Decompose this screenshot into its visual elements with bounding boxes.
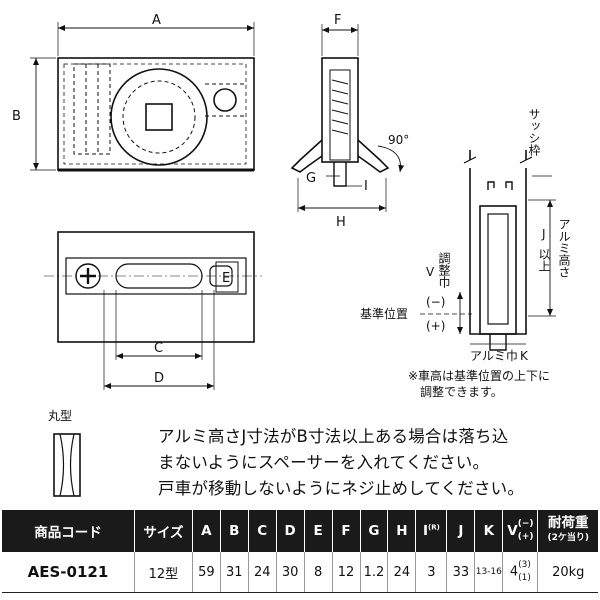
top-view — [44, 231, 262, 390]
cell-c: 24 — [247, 552, 277, 593]
dim-label-j: J — [541, 227, 546, 241]
dim-label-c: C — [154, 341, 163, 356]
dim-label-f: F — [334, 13, 341, 28]
header-load-stack: 耐荷重 (2ケ当り) — [547, 515, 589, 545]
side-view — [290, 24, 405, 212]
cell-load: 20kg — [537, 552, 598, 593]
alumi-height-label: アルミ高さ — [557, 218, 571, 278]
header-code: 商品コード — [2, 510, 135, 552]
j-or-more-label: 以上 — [537, 248, 551, 272]
cell-code: AES-0121 — [2, 552, 135, 593]
header-i: I(R) — [415, 510, 447, 552]
header-v: V(−) (+) — [502, 510, 538, 552]
header-g: G — [359, 510, 388, 552]
header-f: F — [331, 510, 360, 552]
cell-b: 31 — [219, 552, 249, 593]
header-j: J — [446, 510, 475, 552]
round-type-label: 丸型 — [48, 409, 72, 423]
dim-label-d: D — [154, 371, 164, 386]
dim-label-a: A — [152, 13, 161, 28]
header-i-letter: I — [422, 523, 428, 539]
dim-label-v: V — [426, 265, 435, 279]
vehicle-note-line-1: ※車高は基準位置の上下に — [408, 368, 550, 383]
spec-header-row: 商品コード サイズ A B C D E F G H I(R) J K V(−)(… — [2, 510, 598, 552]
note-line: まないようにスペーサーを入れてください。 — [158, 453, 490, 472]
header-load-sub: (2ケ当り) — [547, 533, 589, 543]
header-v-minus: (−) — [517, 519, 534, 529]
cell-a: 59 — [191, 552, 221, 593]
adjust-width-label: 調整巾 — [437, 252, 451, 288]
dim-label-i: I — [364, 179, 368, 194]
installation-view — [420, 150, 556, 351]
cell-g: 1.2 — [359, 552, 388, 593]
vehicle-note-line-2: 調整できます。 — [420, 384, 503, 399]
cell-v-minus: (3) — [518, 560, 531, 570]
dim-label-h: H — [336, 215, 346, 230]
header-c: C — [247, 510, 277, 552]
round-type-profile — [53, 433, 81, 497]
header-h: H — [387, 510, 416, 552]
cell-v-stack: (3)(1) — [518, 559, 531, 585]
cell-d: 30 — [275, 552, 305, 593]
cell-h: 24 — [387, 552, 416, 593]
installation-notes: アルミ高さJ寸法がB寸法以上ある場合は落ち込 まないようにスペーサーを入れてくだ… — [158, 424, 598, 502]
plus-label: (+) — [426, 319, 445, 333]
cell-e: 8 — [303, 552, 333, 593]
header-v-stack: (−) (+) — [518, 518, 534, 544]
cell-j: 33 — [446, 552, 475, 593]
minus-label: (−) — [426, 295, 445, 309]
sash-frame-label: サッシ枠 — [527, 108, 541, 156]
header-v-plus: (+) — [517, 532, 534, 542]
dim-label-b: B — [12, 109, 21, 124]
header-size: サイズ — [133, 510, 193, 552]
angle-label: 90° — [388, 133, 409, 147]
header-v-letter: V — [507, 523, 518, 539]
cell-f: 12 — [331, 552, 360, 593]
header-load-main: 耐荷重 — [547, 515, 589, 531]
spec-table: 商品コード サイズ A B C D E F G H I(R) J K V(−)(… — [2, 510, 598, 596]
cell-size: 12型 — [133, 552, 193, 593]
cell-v-main: 4 — [509, 564, 519, 580]
cell-v: 4(3)(1) — [502, 552, 538, 593]
table-row: AES-0121 12型 59 31 24 30 8 12 1.2 24 3 3… — [2, 552, 598, 593]
note-line: 戸車が移動しないようにネジ止めしてください。 — [158, 479, 525, 498]
front-view — [30, 22, 255, 172]
ref-position-label: 基準位置 — [360, 306, 408, 321]
header-e: E — [303, 510, 333, 552]
dim-label-k: K — [520, 349, 529, 363]
cell-k: 13-16 — [474, 552, 503, 593]
header-load: 耐荷重 (2ケ当り) — [537, 510, 598, 552]
technical-drawing: A B F G I H 90° — [12, 13, 571, 497]
alumi-width-label: アルミ巾 — [470, 349, 518, 363]
header-i-sup: (R) — [428, 523, 440, 532]
dim-label-g: G — [306, 171, 316, 186]
cell-v-plus: (1) — [518, 573, 531, 583]
header-d: D — [275, 510, 305, 552]
cell-i: 3 — [415, 552, 447, 593]
header-a: A — [191, 510, 221, 552]
note-line: アルミ高さJ寸法がB寸法以上ある場合は落ち込 — [158, 427, 509, 446]
dim-label-e: E — [222, 271, 230, 286]
header-b: B — [219, 510, 249, 552]
header-k: K — [474, 510, 503, 552]
